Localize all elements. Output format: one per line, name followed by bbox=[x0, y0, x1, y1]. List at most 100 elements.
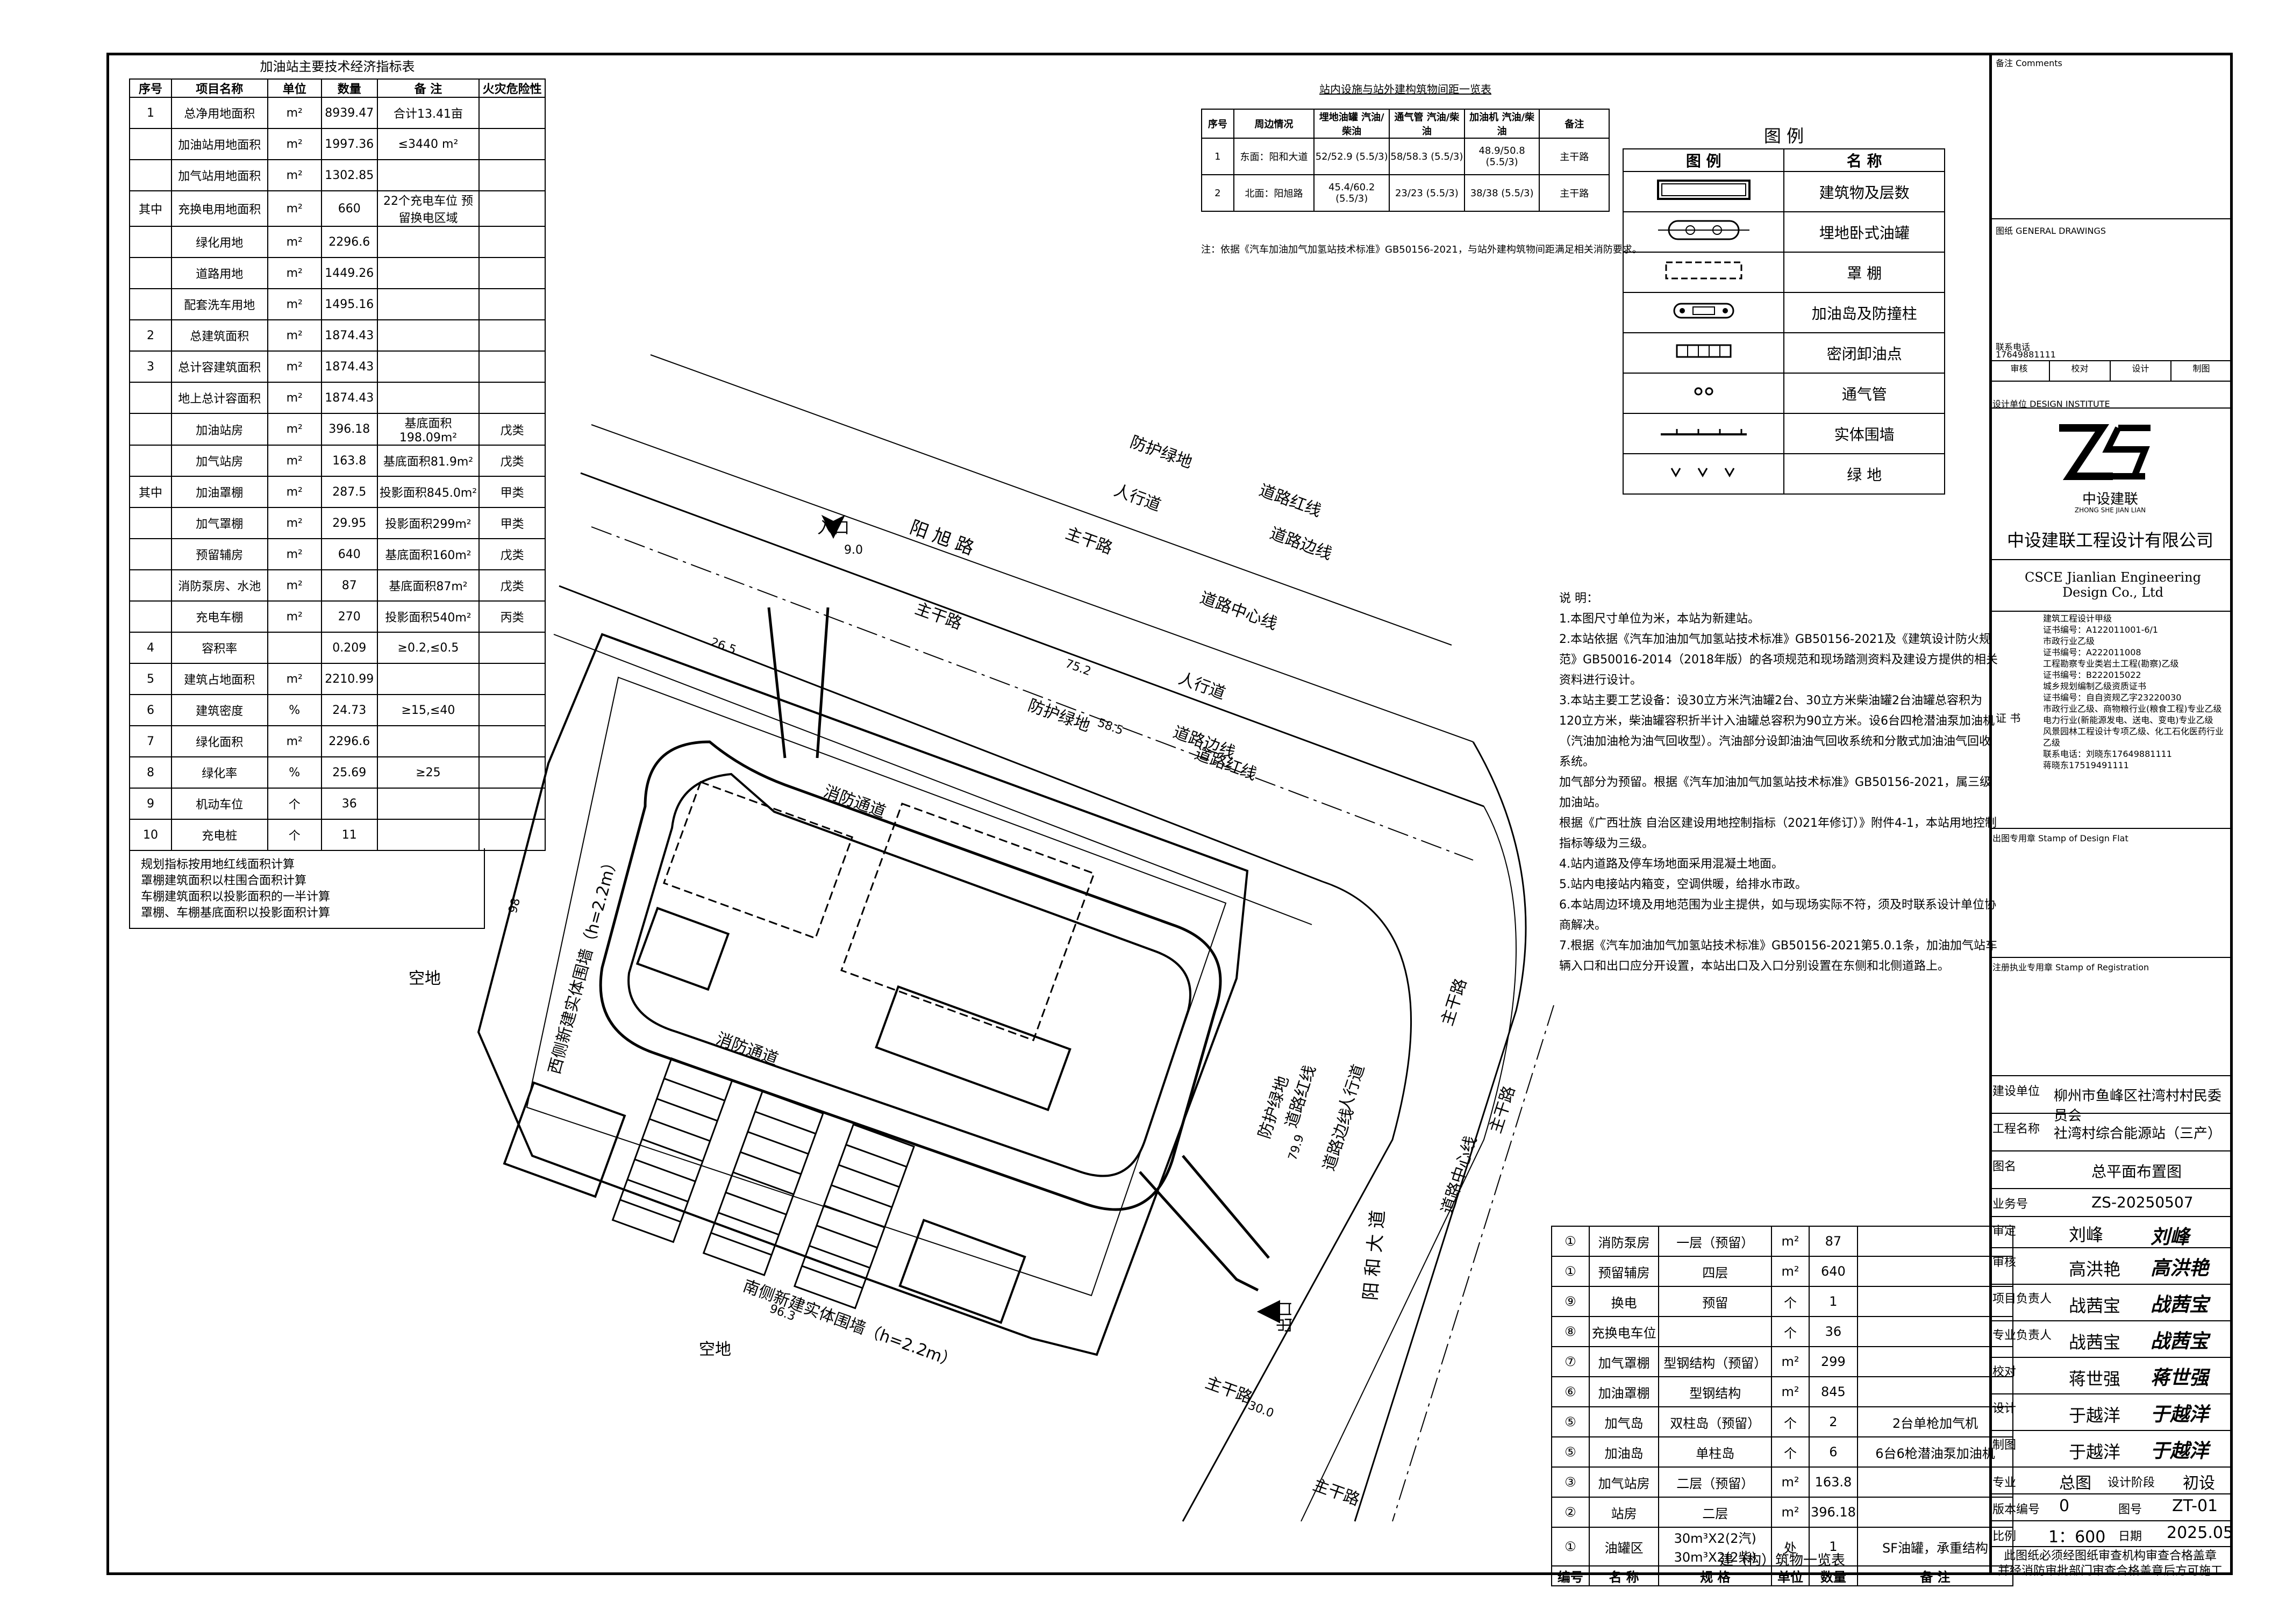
drawings-label: 图纸 GENERAL DRAWINGS bbox=[1996, 226, 2106, 236]
building-cell: 二层 bbox=[1658, 1497, 1773, 1528]
building-list-caption: 建（构）筑物一览表 bbox=[1719, 1553, 1845, 1569]
econ-cell bbox=[376, 319, 480, 352]
project: 社湾村综合能源站（三产） bbox=[2054, 1126, 2222, 1142]
building-cell: 1 bbox=[1808, 1286, 1858, 1317]
econ-cell: m² bbox=[267, 226, 322, 258]
label-main-road: 主干路 bbox=[1203, 1373, 1255, 1408]
label-fire-lane: 消防通道 bbox=[821, 782, 888, 822]
econ-cell: 其中 bbox=[128, 476, 173, 508]
legend-item: 罩 棚 bbox=[1783, 252, 1945, 293]
econ-cell: 甲类 bbox=[478, 507, 546, 539]
label-red-line: 道路红线 bbox=[1256, 481, 1324, 521]
building-cell: 加气岛 bbox=[1588, 1406, 1660, 1437]
role-draw: 制图 bbox=[2192, 363, 2210, 374]
econ-cell bbox=[128, 226, 173, 258]
dist-cell: 58/58.3 (5.5/3) bbox=[1389, 138, 1465, 175]
econ-cell: 地上总计容面积 bbox=[171, 382, 268, 414]
econ-cell: 0.209 bbox=[320, 632, 378, 664]
econ-cell: m² bbox=[267, 190, 322, 227]
cert-line: 城乡规划编制乙级资质证书 bbox=[2043, 681, 2147, 691]
label-sidewalk: 人行道 bbox=[1176, 669, 1228, 704]
econ-cell: m² bbox=[267, 445, 322, 477]
building-cell: 6 bbox=[1808, 1436, 1858, 1468]
econ-cell: 163.8 bbox=[320, 445, 378, 477]
econ-cell: 绿化用地 bbox=[171, 226, 268, 258]
building-cell: 个 bbox=[1771, 1436, 1810, 1468]
drawing-title-label: 图名 bbox=[1992, 1160, 2017, 1174]
econ-footnote: 车棚建筑面积以投影面积的一半计算 bbox=[141, 890, 331, 904]
legend-title: 图 例 bbox=[1763, 126, 1804, 146]
econ-cell: m² bbox=[267, 159, 322, 191]
building-cell: 双柱岛（预留） bbox=[1658, 1406, 1773, 1437]
legend-table: 图 例名 称 建筑物及层数 埋地卧式油罐 罩 棚 加油岛及防撞柱 密闭卸油点 通… bbox=[1622, 148, 1945, 495]
note-item: 加气部分为预留。根据《汽车加油加气加氢站技术标准》GB50156-2021，属三… bbox=[1559, 776, 1992, 810]
building-cell: 站房 bbox=[1588, 1497, 1660, 1528]
econ-cell: 5 bbox=[128, 663, 173, 695]
check-name: 蒋世强 bbox=[2069, 1369, 2121, 1389]
econ-cell bbox=[376, 382, 480, 414]
dist-cell: 1 bbox=[1201, 138, 1234, 175]
legend-head-name: 名 称 bbox=[1783, 148, 1945, 172]
note-item: 根据《广西壮族 自治区建设用地控制指标（2021年修订）》附件4-1，本站用地控… bbox=[1559, 817, 1997, 850]
econ-cell: 绿化面积 bbox=[171, 725, 268, 757]
econ-cell: 7 bbox=[128, 725, 173, 757]
econ-cell: 1874.43 bbox=[320, 319, 378, 352]
building-cell: ⑤ bbox=[1551, 1436, 1590, 1468]
building-cell: 换电 bbox=[1588, 1286, 1660, 1317]
building-header-cell: 名 称 bbox=[1588, 1565, 1660, 1586]
dist-cell: 主干路 bbox=[1539, 174, 1610, 212]
cert-line: 建筑工程设计甲级 bbox=[2043, 613, 2112, 624]
dist-note: 注：依据《汽车加油加气加氢站技术标准》GB50156-2021，与站外建构筑物间… bbox=[1201, 244, 1642, 255]
econ-cell: 投影面积299m² bbox=[376, 507, 480, 539]
legend-head-symbol: 图 例 bbox=[1622, 148, 1785, 172]
econ-cell: 绿化率 bbox=[171, 756, 268, 789]
building-cell: 预留辅房 bbox=[1588, 1256, 1660, 1287]
econ-cell bbox=[376, 288, 480, 320]
econ-cell bbox=[376, 159, 480, 191]
dist-cell: 48.9/50.8 (5.5/3) bbox=[1463, 138, 1540, 175]
cert-line: 证书编号：A222011008 bbox=[2043, 647, 2141, 657]
econ-cell bbox=[376, 350, 480, 383]
building-header-cell: 备 注 bbox=[1856, 1565, 2014, 1586]
building-cell: 加油罩棚 bbox=[1588, 1376, 1660, 1407]
building-cell: 299 bbox=[1808, 1346, 1858, 1377]
cert-line: 联系电话：刘晓东17649881111 bbox=[2043, 749, 2172, 759]
econ-cell: 2296.6 bbox=[320, 226, 378, 258]
econ-cell: m² bbox=[267, 413, 322, 446]
building-cell bbox=[1856, 1316, 2014, 1347]
econ-footnotes: 规划指标按用地红线面积计算罩棚建筑面积以柱围合面积计算车棚建筑面积以投影面积的一… bbox=[129, 848, 485, 929]
legend-symbol-wall bbox=[1622, 413, 1785, 454]
econ-cell: 建筑占地面积 bbox=[171, 663, 268, 695]
building-header-cell: 规 格 bbox=[1658, 1565, 1773, 1586]
note-item: 3.本站主要工艺设备：设30立方米汽油罐2台、30立方米柴油罐2台油罐总容积为1… bbox=[1559, 694, 1995, 769]
econ-cell: 投影面积845.0m² bbox=[376, 476, 480, 508]
spec-label: 专业负责人 bbox=[1992, 1329, 2052, 1342]
building-cell: 处 bbox=[1771, 1527, 1810, 1566]
econ-cell: m² bbox=[267, 538, 322, 570]
role-review: 审核 bbox=[1989, 361, 2050, 381]
building-cell: 加气站房 bbox=[1588, 1466, 1660, 1498]
econ-cell: 加油罩棚 bbox=[171, 476, 268, 508]
econ-cell: 基底面积160m² bbox=[376, 538, 480, 570]
building-cell: 油罐区 bbox=[1588, 1527, 1660, 1566]
building-cell: 加油岛 bbox=[1588, 1436, 1660, 1468]
econ-cell: ≥0.2,≤0.5 bbox=[376, 632, 480, 664]
econ-cell bbox=[478, 694, 546, 726]
scale: 1：600 bbox=[2048, 1528, 2106, 1547]
legend-item: 建筑物及层数 bbox=[1783, 171, 1945, 212]
econ-cell: 3 bbox=[128, 350, 173, 383]
econ-cell bbox=[478, 159, 546, 191]
building-cell: 型钢结构（预留） bbox=[1658, 1346, 1773, 1377]
dist-cell: 52/52.9 (5.5/3) bbox=[1313, 138, 1390, 175]
econ-cell: 总净用地面积 bbox=[171, 97, 268, 129]
dist-cell: 45.4/60.2 (5.5/3) bbox=[1313, 174, 1390, 212]
